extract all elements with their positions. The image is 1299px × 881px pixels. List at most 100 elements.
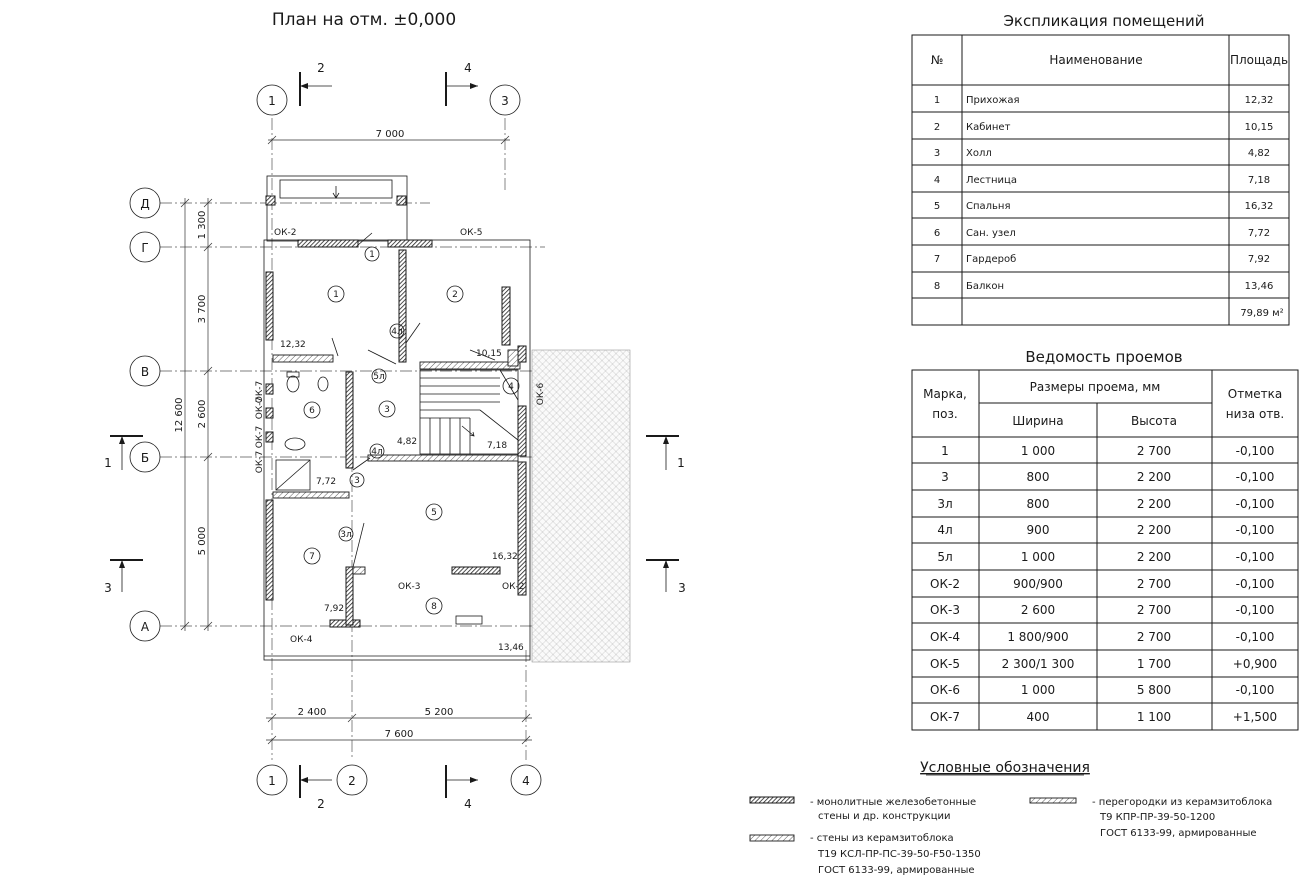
svg-text:7,18: 7,18: [1248, 175, 1270, 186]
svg-text:+1,500: +1,500: [1233, 710, 1277, 724]
svg-text:2: 2: [452, 290, 458, 300]
svg-text:5: 5: [431, 508, 437, 518]
svg-text:7: 7: [309, 552, 315, 562]
dim-left-chain: 1 300 3 700 2 600 5 000: [197, 198, 213, 631]
axis-bubble-left-a: А: [129, 610, 161, 642]
door-mark-4l-top: 4л: [389, 323, 405, 339]
opening-label-ok4: ОК-4: [290, 635, 313, 645]
svg-text:ОК-7: ОК-7: [930, 710, 960, 724]
axis-bubble-bottom-2: 2: [336, 764, 368, 796]
svg-text:ОК-5: ОК-5: [930, 657, 960, 671]
svg-text:7 000: 7 000: [376, 129, 405, 140]
axis-bubble-bottom-1: 1: [256, 764, 288, 796]
room-num-6: 6: [303, 401, 321, 419]
room-num-7: 7: [303, 547, 321, 565]
openings-row: ОК-5 2 300/1 300 1 700 +0,900: [930, 657, 1277, 671]
svg-text:4: 4: [934, 175, 940, 186]
section-mark-bottom-2: 2: [299, 765, 332, 811]
svg-text:8: 8: [431, 602, 437, 612]
openings-row: ОК-3 2 600 2 700 -0,100: [930, 603, 1274, 617]
svg-text:2 400: 2 400: [298, 707, 327, 718]
opening-label-ok7-d: ОК-7: [255, 381, 265, 403]
openings-row: ОК-6 1 000 5 800 -0,100: [930, 683, 1274, 697]
svg-text:1 000: 1 000: [1021, 683, 1055, 697]
svg-text:5л: 5л: [373, 372, 384, 382]
svg-text:1: 1: [268, 94, 276, 108]
svg-text:ОК-4: ОК-4: [930, 630, 960, 644]
explication-header-area: Площадь: [1230, 53, 1288, 67]
svg-text:А: А: [141, 620, 150, 634]
svg-text:13,46: 13,46: [1245, 281, 1274, 292]
section-mark-bottom-4: 4: [445, 765, 478, 811]
svg-text:3: 3: [678, 581, 686, 595]
svg-text:400: 400: [1027, 710, 1050, 724]
opening-label-ok6: ОК-6: [536, 383, 546, 406]
section-mark-right-3: 3: [646, 559, 686, 595]
svg-text:4: 4: [508, 382, 514, 392]
room-area-7: 7,92: [324, 604, 344, 614]
opening-label-ok5: ОК-5: [460, 228, 482, 238]
svg-text:ОК-2: ОК-2: [930, 577, 960, 591]
room-area-5: 16,32: [492, 552, 518, 562]
axis-bubble-left-d: Д: [129, 187, 161, 219]
svg-text:ОК-6: ОК-6: [930, 683, 960, 697]
door-mark-1: 1: [364, 246, 380, 262]
svg-text:6: 6: [309, 406, 315, 416]
svg-text:2 600: 2 600: [197, 400, 208, 429]
openings-row: ОК-7 400 1 100 +1,500: [930, 710, 1277, 724]
svg-text:3: 3: [104, 581, 112, 595]
svg-text:2 300/1 300: 2 300/1 300: [1002, 657, 1075, 671]
explication-row: 6 Сан. узел 7,72: [934, 228, 1270, 239]
svg-text:-0,100: -0,100: [1236, 683, 1275, 697]
openings-header-mark: Марка,: [923, 387, 967, 401]
room-num-3: 3: [378, 400, 396, 418]
openings-row: 3 800 2 200 -0,100: [941, 470, 1274, 484]
svg-text:- монолитные железобетонные: - монолитные железобетонные: [810, 797, 976, 808]
svg-text:7: 7: [934, 254, 940, 265]
svg-text:- перегородки из керамзитоблок: - перегородки из керамзитоблока: [1092, 797, 1272, 808]
axis-bubble-left-v: В: [129, 355, 161, 387]
openings-row: ОК-4 1 800/900 2 700 -0,100: [930, 630, 1274, 644]
openings-row: ОК-2 900/900 2 700 -0,100: [930, 577, 1274, 591]
svg-text:12,32: 12,32: [1245, 95, 1274, 106]
svg-text:Холл: Холл: [966, 148, 992, 159]
floor-plan: 1 2 3 4 5 6 7 8 12,32 10,15 4,82 7,18 16…: [255, 175, 631, 663]
dim-bottom-total: 7 600: [266, 729, 532, 745]
explication-table: № Наименование Площадь 1 Прихожая 12,32 …: [911, 34, 1290, 326]
svg-text:1: 1: [333, 290, 339, 300]
door-mark-5l: 5л: [371, 368, 387, 384]
legend-item-rc-walls: - монолитные железобетонные стены и др. …: [749, 796, 976, 822]
section-mark-top-2: 2: [299, 61, 332, 106]
svg-text:-0,100: -0,100: [1236, 523, 1275, 537]
dim-left-total: 12 600: [174, 198, 190, 631]
svg-text:1: 1: [104, 456, 112, 470]
svg-text:1 000: 1 000: [1021, 550, 1055, 564]
opening-label-ok7-c: ОК-7: [255, 451, 265, 473]
room-num-2: 2: [446, 285, 464, 303]
svg-text:1: 1: [677, 456, 685, 470]
svg-text:3: 3: [941, 470, 949, 484]
legend-title: Условные обозначения: [920, 760, 1090, 776]
svg-text:6: 6: [934, 228, 940, 239]
svg-text:16,32: 16,32: [1245, 201, 1274, 212]
svg-text:4,82: 4,82: [1248, 148, 1270, 159]
dim-bottom-chain: 2 400 5 200: [266, 707, 532, 723]
openings-header-height: Высота: [1131, 414, 1177, 428]
svg-text:1 100: 1 100: [1137, 710, 1171, 724]
svg-text:2 200: 2 200: [1137, 523, 1171, 537]
svg-text:4: 4: [464, 61, 472, 75]
svg-text:7,72: 7,72: [1248, 228, 1270, 239]
room-area-4: 7,18: [487, 441, 507, 451]
svg-text:3 700: 3 700: [197, 295, 208, 324]
terrace-tiles: [531, 349, 631, 663]
svg-text:- стены из керамзитоблока: - стены из керамзитоблока: [810, 833, 954, 844]
svg-text:Сан. узел: Сан. узел: [966, 228, 1016, 239]
svg-text:ГОСТ 6133-99, армированные: ГОСТ 6133-99, армированные: [1100, 828, 1257, 839]
svg-text:2 700: 2 700: [1137, 603, 1171, 617]
room-area-2: 10,15: [476, 349, 502, 359]
svg-text:7,92: 7,92: [1248, 254, 1270, 265]
openings-header-width: Ширина: [1012, 414, 1063, 428]
legend-item-masonry-walls: - стены из керамзитоблока Т19 КСЛ-ПР-ПС-…: [749, 833, 981, 876]
axis-bubble-bottom-4: 4: [510, 764, 542, 796]
